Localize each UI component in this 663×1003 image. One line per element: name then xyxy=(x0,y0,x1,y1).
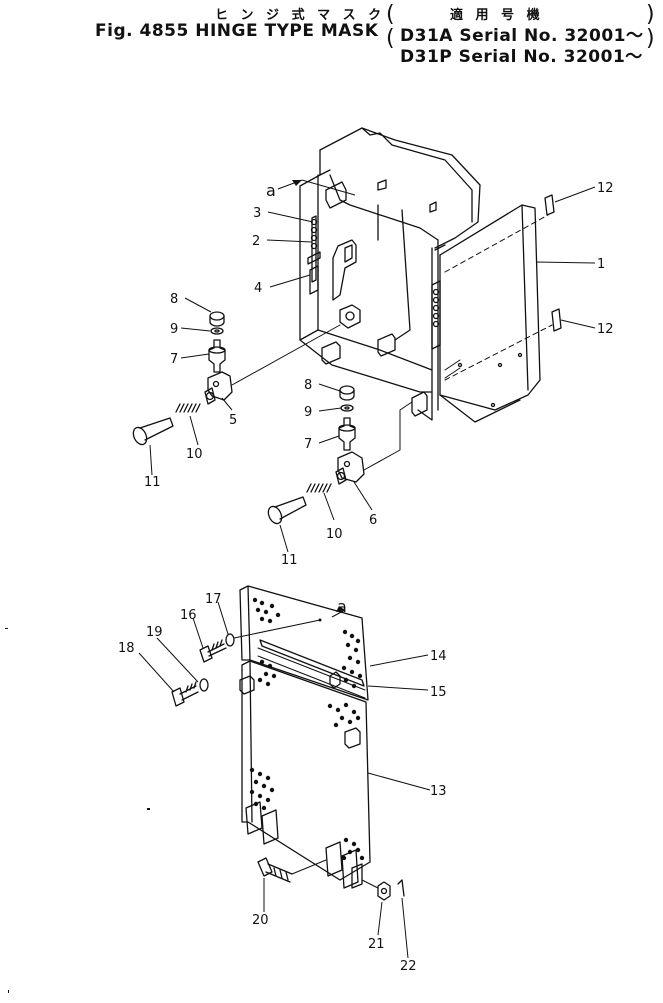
alignment-lines xyxy=(444,214,553,381)
upper-plate-14 xyxy=(239,585,369,701)
callout-16: 16 xyxy=(180,608,197,623)
callout-12-top: 12 xyxy=(597,181,614,196)
leader-lines xyxy=(138,179,596,959)
callout-15: 15 xyxy=(430,685,447,700)
open-paren-bottom: ( xyxy=(386,26,395,51)
callout-2: 2 xyxy=(252,234,260,249)
callout-9-right: 9 xyxy=(304,405,312,420)
callout-7-right: 7 xyxy=(304,437,312,452)
washer-9-right xyxy=(340,404,354,412)
callout-6: 6 xyxy=(369,513,377,528)
bolt-11-right xyxy=(267,496,307,525)
mask-panel xyxy=(439,204,541,423)
callout-5: 5 xyxy=(229,413,237,428)
callout-21: 21 xyxy=(368,937,385,952)
callout-9-left: 9 xyxy=(170,322,178,337)
rubber-strip-15 xyxy=(259,639,365,687)
perforation-holes xyxy=(249,597,365,861)
hinge-bracket-6 xyxy=(335,401,413,485)
callout-8-left: 8 xyxy=(170,292,178,307)
bolt-16 xyxy=(199,639,227,663)
callout-20: 20 xyxy=(252,913,269,928)
callout-1: 1 xyxy=(597,257,605,272)
latch-rod-right xyxy=(431,280,441,350)
open-paren-top: ( xyxy=(386,2,395,27)
callout-11-right: 11 xyxy=(281,553,298,568)
hinge-bracket-5 xyxy=(204,371,233,405)
washer-19 xyxy=(199,678,209,692)
callout-19: 19 xyxy=(146,625,163,640)
callout-7-left: 7 xyxy=(170,352,178,367)
callout-18: 18 xyxy=(118,641,135,656)
serial-d31a: D31A Serial No. 32001～ xyxy=(400,26,644,46)
bolt-20 xyxy=(257,857,327,883)
washer-17 xyxy=(225,633,235,647)
spring-10-right xyxy=(306,483,332,493)
title-japanese: ヒ ン ジ 式 マ ス ク xyxy=(215,8,386,23)
latch-rod-left xyxy=(307,215,321,295)
callout-8-right: 8 xyxy=(304,378,312,393)
nut-8-left xyxy=(209,311,225,327)
pin-12-top xyxy=(544,194,555,216)
callout-3: 3 xyxy=(253,206,261,221)
callout-a-upper: a xyxy=(266,181,276,200)
hinge-pin-7-right xyxy=(338,417,356,451)
callout-17: 17 xyxy=(205,592,222,607)
callout-22: 22 xyxy=(400,959,417,974)
nut-21 xyxy=(377,881,391,901)
callout-a-lower: a xyxy=(337,597,347,616)
callout-12-bottom: 12 xyxy=(597,322,614,337)
plate-hinge-knuckles xyxy=(245,801,363,889)
plate-latch-blocks xyxy=(239,671,361,749)
bolt-11-left xyxy=(132,417,174,446)
callout-11-left: 11 xyxy=(144,475,161,490)
applicable-models-japanese: 適 用 号 機 xyxy=(450,8,544,23)
bolt-18 xyxy=(171,681,199,707)
callout-13: 13 xyxy=(430,784,447,799)
cotter-pin-22 xyxy=(397,879,405,897)
close-paren-bottom: ) xyxy=(646,26,655,51)
close-paren-top: ) xyxy=(646,2,655,27)
callout-10-right: 10 xyxy=(326,527,343,542)
hinge-pin-7-left xyxy=(208,339,226,373)
callout-10-left: 10 xyxy=(186,447,203,462)
pin-12-bottom xyxy=(551,308,562,332)
figure-title: Fig. 4855 HINGE TYPE MASK xyxy=(95,21,379,41)
callout-14: 14 xyxy=(430,649,447,664)
serial-d31p: D31P Serial No. 32001～ xyxy=(400,47,643,67)
mask-frame xyxy=(299,127,481,421)
figure-header: ヒ ン ジ 式 マ ス ク 適 用 号 機 Fig. 4855 HINGE TY… xyxy=(0,0,663,70)
washer-9-left xyxy=(210,327,224,335)
spring-10-left xyxy=(175,403,201,413)
nut-8-right xyxy=(339,385,355,401)
callout-4: 4 xyxy=(254,281,262,296)
